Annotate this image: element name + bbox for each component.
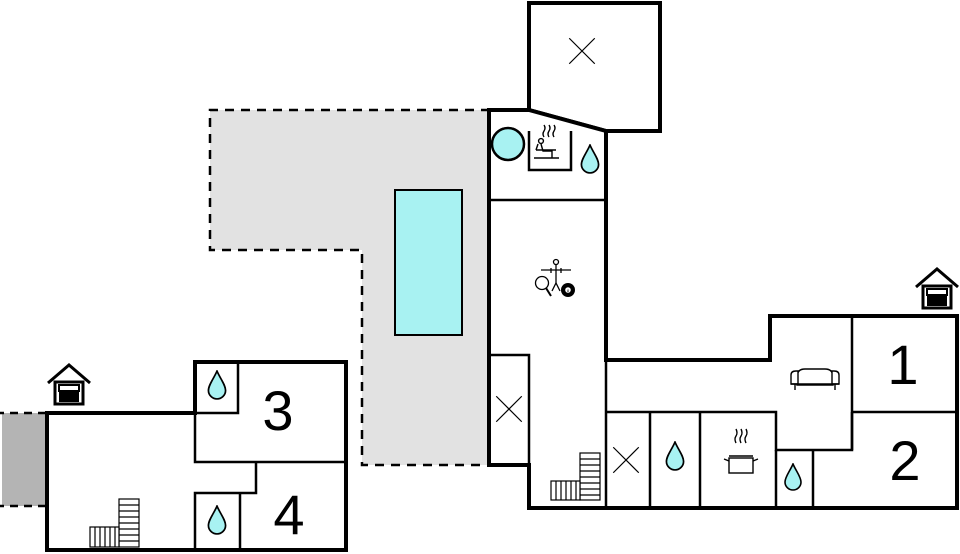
game-room-icon: 8 xyxy=(534,258,575,297)
sofa-icon xyxy=(790,368,840,390)
house-entrance-icon xyxy=(46,363,92,406)
bedroom-4-label: 4 xyxy=(273,483,304,546)
stairs-icon xyxy=(550,452,601,501)
annex-dashed-outline xyxy=(0,411,46,508)
bedroom-3-label: 3 xyxy=(262,379,293,442)
bedroom-1-label: 1 xyxy=(887,333,918,396)
svg-text:8: 8 xyxy=(567,288,570,293)
terrace-dashed-outline xyxy=(208,108,490,467)
whirlpool-icon xyxy=(490,126,526,162)
pool xyxy=(394,189,463,336)
sauna-icon xyxy=(534,124,559,159)
stairs-icon xyxy=(89,498,140,548)
annex-area xyxy=(2,413,46,506)
cooking-pot-icon xyxy=(723,428,759,474)
house-entrance-icon xyxy=(914,267,960,310)
bedroom-2-label: 2 xyxy=(889,429,920,492)
right-building xyxy=(487,1,959,510)
